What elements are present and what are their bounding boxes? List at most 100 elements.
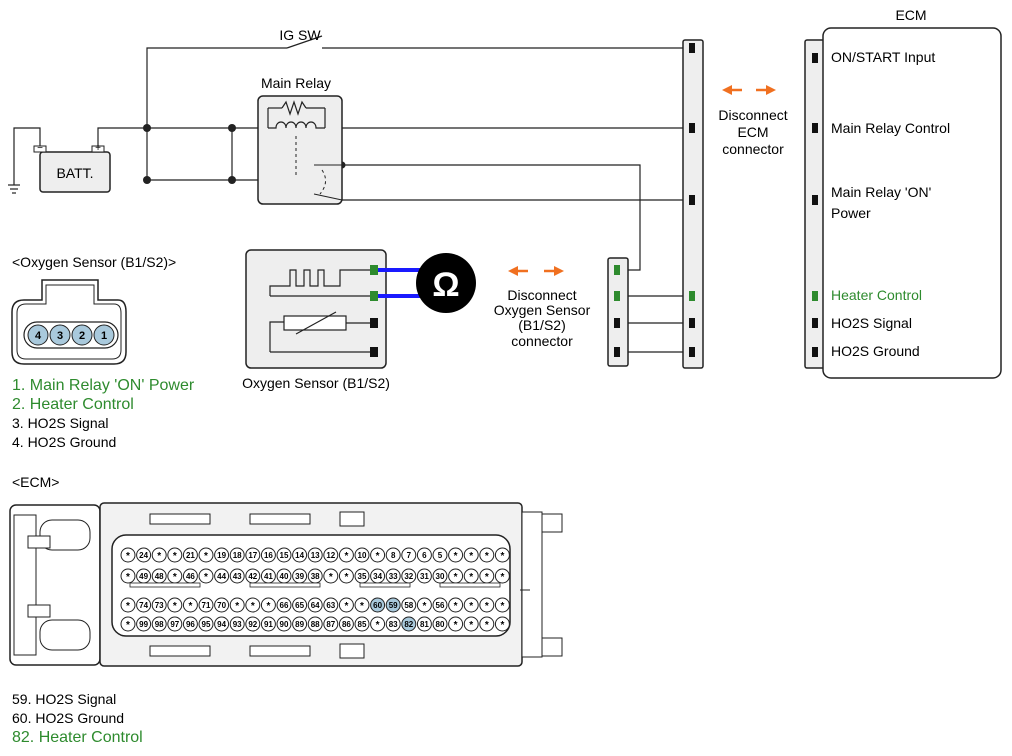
o2-legend-pin4: 4. HO2S Ground [12,434,117,450]
ecm-pin-label: 59 [389,601,398,610]
battery-label: BATT. [56,165,93,181]
ecm-pin-60 [370,597,386,613]
ecm-pin-18 [229,547,245,563]
ecm-pin-label: 41 [264,572,273,581]
ecm-pin-label: 65 [295,601,304,610]
ecm-pin-64 [307,597,323,613]
ecm-pin-label: 71 [202,601,211,610]
ecm-pin-96 [182,616,198,632]
ecm-pin-empty [182,597,198,613]
ecm-pin-label: 66 [280,601,289,610]
ecm-pin-label: * [454,551,458,562]
ecm-pin-label: 7 [407,551,412,560]
ecm-pin-empty [448,597,464,613]
ecm-pin-empty [463,616,479,632]
ecm-pin-label: 17 [248,551,257,560]
ecm-pin-empty [120,597,136,613]
ecm-pin-44 [214,568,230,584]
ecm-row-divider [359,582,411,588]
ecm-pin-label: 49 [139,572,148,581]
ecm-pin-label: 35 [358,572,367,581]
ecm-pin-92 [245,616,261,632]
ecm-pin-5 [432,547,448,563]
ecm-pin-74 [136,597,152,613]
ecm-pin-label: * [454,601,458,612]
ecm-pin-label: * [485,601,489,612]
ecm-pin-label: 48 [155,572,164,581]
ecm-pin-empty [370,547,386,563]
ecm-pin-label: 8 [391,551,396,560]
ecm-pin-86 [338,616,354,632]
ecm-pin-label: 86 [342,620,351,629]
ecm-pin-93 [229,616,245,632]
ecm-pin-label: 44 [217,572,226,581]
ecm-pin-label: * [485,572,489,583]
ecm-pin-empty [479,547,495,563]
ecm-pin-empty [370,616,386,632]
ecm-pin-ho2s-ground: HO2S Ground [831,343,920,359]
oxygen-sensor-label: Oxygen Sensor (B1/S2) [242,375,390,391]
ecm-pin-empty [354,597,370,613]
ecm-pin-empty [167,597,183,613]
ecm-pin-71 [198,597,214,613]
ecm-pin-main-relay-on: Main Relay 'ON' [831,184,931,200]
ecm-pin-label: * [204,551,208,562]
o2-legend-pin2: 2. Heater Control [12,396,134,413]
disconnect-sensor-line4: connector [511,333,573,349]
ecm-pin-label: 42 [248,572,257,581]
ecm-pin-label: 87 [326,620,335,629]
ecm-pin-label: 95 [202,620,211,629]
ecm-pin-empty [479,616,495,632]
ecm-pin-label: * [266,601,270,612]
ecm-pin-label: * [360,601,364,612]
ecm-pin-label: * [344,572,348,583]
ecm-pin-91 [260,616,276,632]
ecm-legend-pin60: 60. HO2S Ground [12,710,125,726]
ecm-pin-63 [323,597,339,613]
ecm-pin-label: 38 [311,572,320,581]
ecm-pin-label: 24 [139,551,148,560]
ecm-pin-58 [401,597,417,613]
ecm-pin-24 [136,547,152,563]
ecm-pin-label: * [454,572,458,583]
o2-connector-title: <Oxygen Sensor (B1/S2)> [12,254,176,270]
ecm-pin-power: Power [831,205,871,221]
ecm-pin-19 [214,547,230,563]
ecm-pin-empty [245,597,261,613]
ecm-pin-label: 34 [373,572,382,581]
ecm-pin-70 [214,597,230,613]
ecm-pin-label: 5 [438,551,443,560]
ecm-pin-on-start: ON/START Input [831,49,935,65]
ecm-pin-label: * [157,551,161,562]
ecm-row-divider [439,582,501,588]
ecm-pin-59 [385,597,401,613]
ecm-pin-label: 89 [295,620,304,629]
o2-legend-pin3: 3. HO2S Signal [12,415,109,431]
ecm-pin-12 [323,547,339,563]
ecm-pin-89 [292,616,308,632]
ecm-pin-label: * [126,601,130,612]
ecm-pin-label: * [204,572,208,583]
ecm-pin-label: 90 [280,620,289,629]
o2-connector-pin-2 [71,324,93,346]
ecm-pin-empty [198,547,214,563]
ecm-legend-pin82: 82. Heater Control [12,729,143,746]
ecm-pin-label: * [454,620,458,631]
ecm-pin-14 [292,547,308,563]
ecm-pin-empty [120,616,136,632]
ecm-pin-label: 40 [280,572,289,581]
ecm-pin-label: * [126,620,130,631]
ecm-pin-87 [323,616,339,632]
ecm-pin-label: * [376,551,380,562]
ecm-pin-label: * [376,620,380,631]
o2-connector-pin-3 [49,324,71,346]
svg-text:+: + [95,143,101,154]
ecm-connector-title: <ECM> [12,474,59,490]
ecm-pin-label: 94 [217,620,226,629]
ecm-row-divider [249,582,321,588]
ecm-pin-label: 91 [264,620,273,629]
ecm-pin-66 [276,597,292,613]
ecm-pin-label: * [485,551,489,562]
